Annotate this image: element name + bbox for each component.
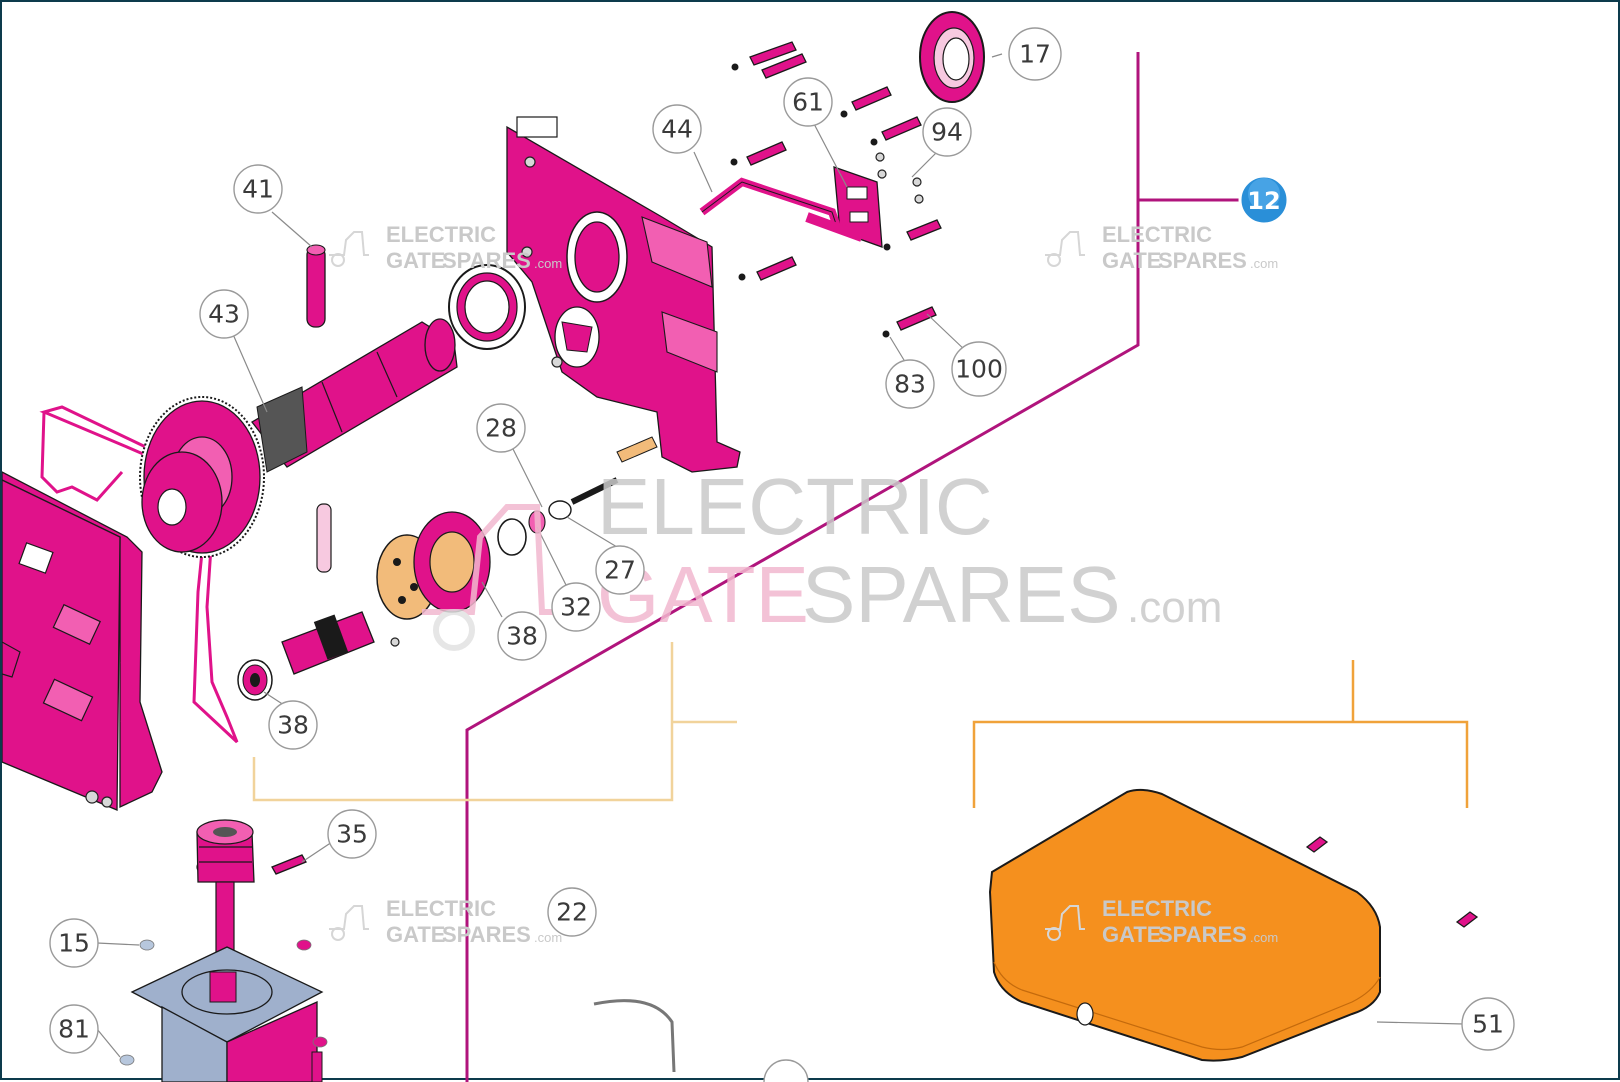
pin-41 [306, 244, 326, 328]
callout-label: 81 [58, 1015, 90, 1044]
seal-ring [448, 264, 526, 350]
watermark-center: ELECTRIC GATE SPARES .com [422, 462, 1222, 651]
callout-label: 38 [277, 711, 309, 740]
callout-label: 61 [792, 88, 824, 117]
cover-51 [988, 788, 1381, 1062]
wm-small-gate: GATE [386, 922, 445, 947]
callout-100: 100 [951, 341, 1007, 397]
pinion-shaft [237, 611, 375, 701]
callout-43: 43 [199, 289, 249, 339]
watermark-top-right: ELECTRIC GATE SPARES .com [1045, 222, 1278, 273]
group-lines [252, 52, 1469, 1082]
screws [730, 41, 1479, 928]
callout-83: 83 [885, 359, 935, 409]
callout-label: 83 [894, 370, 926, 399]
wm-small-spares: SPARES [442, 922, 531, 947]
callout-15: 15 [49, 918, 99, 968]
callout-label: 35 [336, 820, 368, 849]
callout-38-lower: 38 [268, 700, 318, 750]
callout-61: 61 [783, 77, 833, 127]
group-badge-label: 12 [1247, 187, 1280, 215]
front-plate [506, 116, 741, 473]
cable-22 [593, 999, 676, 1073]
callout-35: 35 [327, 809, 377, 859]
wm-small-spares: SPARES [442, 248, 531, 273]
wm-small-suffix: .com [534, 256, 562, 271]
callout-label: 44 [661, 115, 693, 144]
callout-32: 32 [551, 582, 601, 632]
group-badge-12[interactable]: 12 [1238, 174, 1290, 226]
callout-17: 17 [1008, 27, 1062, 81]
wm-big-spares: SPARES [802, 550, 1121, 639]
group-line-orange [972, 720, 1469, 808]
oil-seal-17 [919, 11, 985, 103]
wm-small-spares: SPARES [1158, 248, 1247, 273]
wm-small-suffix: .com [1250, 256, 1278, 271]
wm-small-spares: SPARES [1158, 922, 1247, 947]
wm-small-line1: ELECTRIC [386, 896, 496, 921]
callout-38-upper: 38 [497, 611, 547, 661]
wm-small-suffix: .com [1250, 930, 1278, 945]
worm-motor [119, 819, 328, 1082]
wm-small-gate: GATE [1102, 922, 1161, 947]
watermark-bottom-right: ELECTRIC GATE SPARES .com [1045, 896, 1278, 947]
wm-small-line1: ELECTRIC [1102, 222, 1212, 247]
callout-44: 44 [652, 104, 702, 154]
callout-label: 17 [1019, 40, 1051, 69]
callout-28: 28 [476, 403, 526, 453]
callout-partial [763, 1059, 809, 1082]
callout-label: 100 [955, 355, 1003, 384]
gear-cluster [376, 436, 658, 647]
callout-label: 43 [208, 300, 240, 329]
callout-label: 15 [58, 929, 90, 958]
wm-big-line1: ELECTRIC [597, 462, 993, 551]
wm-small-line1: ELECTRIC [1102, 896, 1212, 921]
callout-label: 94 [931, 118, 963, 147]
callout-label: 41 [242, 175, 274, 204]
callout-22: 22 [547, 887, 597, 937]
callout-41: 41 [233, 164, 283, 214]
main-gear-shaft [139, 318, 458, 558]
callout-81: 81 [49, 1004, 99, 1054]
callout-94: 94 [922, 107, 972, 157]
callout-51: 51 [1461, 997, 1515, 1051]
callout-label: 38 [506, 622, 538, 651]
wm-small-gate: GATE [1102, 248, 1161, 273]
callout-label: 32 [560, 593, 592, 622]
wm-small-line1: ELECTRIC [386, 222, 496, 247]
callout-label: 51 [1472, 1010, 1504, 1039]
watermark-top-left: ELECTRIC GATE SPARES .com [329, 222, 562, 273]
callout-label: 28 [485, 414, 517, 443]
wm-small-suffix: .com [534, 930, 562, 945]
wm-big-suffix: .com [1127, 583, 1222, 632]
key-part [316, 503, 332, 573]
watermark-bottom-left: ELECTRIC GATE SPARES .com [329, 896, 562, 947]
callout-label: 22 [556, 898, 588, 927]
wm-small-gate: GATE [386, 248, 445, 273]
bracket-61 [699, 166, 883, 248]
callout-label: 27 [604, 556, 636, 585]
callout-27: 27 [595, 545, 645, 595]
gearbox-housing [2, 471, 163, 811]
